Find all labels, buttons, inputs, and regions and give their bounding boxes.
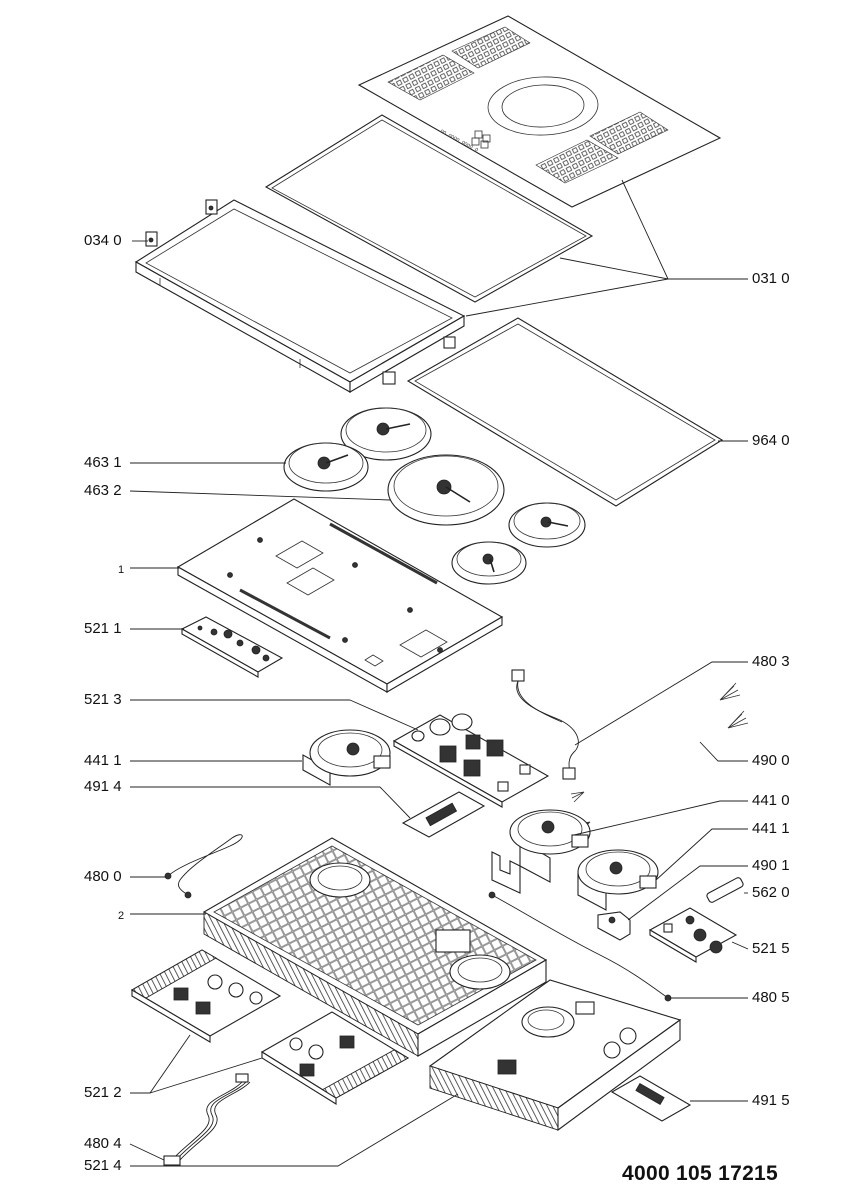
- bottom-tray: [202, 837, 548, 1057]
- part-label-521-5: 521 5: [752, 940, 790, 957]
- part-label-034-0: 034 0: [84, 232, 122, 249]
- glass-gasket: [264, 114, 594, 303]
- power-board-521-3: [392, 713, 550, 808]
- part-label-480-3: 480 3: [752, 653, 790, 670]
- part-label-490-0: 490 0: [752, 752, 790, 769]
- fixing-clip: [145, 199, 218, 247]
- power-board-521-2-right: [260, 1011, 410, 1105]
- leader-lines: [129, 179, 749, 1167]
- hotplate-rear-left: [340, 407, 432, 461]
- part-label-463-2: 463 2: [84, 482, 122, 499]
- filter-block-490-1: [597, 911, 631, 941]
- control-board-521-1: [180, 616, 284, 678]
- hotplate-large-centre: [387, 454, 505, 526]
- part-label-2: 2: [118, 910, 125, 922]
- part-label-521-2: 521 2: [84, 1084, 122, 1101]
- hotplate-front-left: [283, 442, 369, 492]
- hotplate-front-right: [451, 541, 527, 585]
- interface-board-491-4: [401, 791, 486, 838]
- sensor-wire-480-0: [164, 834, 243, 899]
- part-label-463-1: 463 1: [84, 454, 122, 471]
- coil-unit-441-0: [509, 809, 591, 883]
- part-label-521-1: 521 1: [84, 620, 122, 637]
- filter-board-521-5: [648, 907, 738, 963]
- coil-unit-441-1-left: [302, 729, 391, 786]
- part-label-480-0: 480 0: [84, 868, 122, 885]
- mains-cable-490-0: [570, 682, 749, 833]
- part-label-490-1: 490 1: [752, 857, 790, 874]
- part-label-521-3: 521 3: [84, 691, 122, 708]
- hotplate-rear-right: [508, 502, 586, 548]
- seal-strip: [406, 317, 724, 507]
- fuse-562-0: [706, 877, 744, 903]
- document-number: 4000 105 17215: [622, 1162, 779, 1185]
- holder-bracket: [491, 851, 521, 894]
- part-label-562-0: 562 0: [752, 884, 790, 901]
- interface-board-491-5: [610, 1075, 692, 1122]
- outer-frame: [134, 199, 466, 393]
- glass-ceramic-top: OO OOOO OOOO O: [357, 15, 722, 208]
- part-label-031-0: 031 0: [752, 270, 790, 287]
- part-label-521-4: 521 4: [84, 1157, 122, 1174]
- flat-cable-480-4: [163, 1073, 251, 1166]
- part-label-441-1-left: 441 1: [84, 752, 122, 769]
- part-label-441-1-right: 441 1: [752, 820, 790, 837]
- part-label-491-4: 491 4: [84, 778, 122, 795]
- part-label-441-0: 441 0: [752, 792, 790, 809]
- part-label-1: 1: [118, 564, 125, 576]
- part-label-491-5: 491 5: [752, 1092, 790, 1109]
- support-plate: [176, 498, 504, 693]
- lower-electronics-tray: [428, 979, 682, 1132]
- wire-harness-480-3: [511, 669, 579, 780]
- heating-elements: [283, 407, 586, 585]
- part-label-480-4: 480 4: [84, 1135, 122, 1152]
- part-label-964-0: 964 0: [752, 432, 790, 449]
- power-board-521-2-left: [130, 949, 282, 1043]
- coil-unit-441-1-right: [577, 849, 659, 911]
- part-label-480-5: 480 5: [752, 989, 790, 1006]
